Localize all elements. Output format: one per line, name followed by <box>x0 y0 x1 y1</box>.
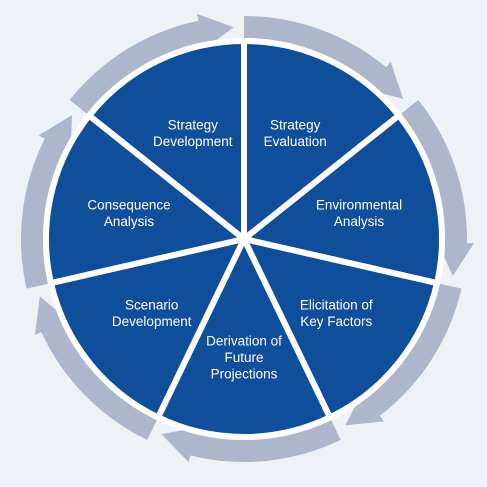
cycle-arrow-3 <box>345 283 462 426</box>
segment-strategy-evaluation <box>241 38 402 242</box>
cycle-arrow-7 <box>69 13 234 114</box>
segment-derivation-of-future-projections <box>155 236 333 440</box>
label-line: Analysis <box>334 214 385 229</box>
label-line: Environmental <box>316 198 402 213</box>
segment-elicitation-of-key-factors <box>241 236 441 421</box>
label-line: Strategy <box>168 117 219 132</box>
cycle-arrow-2 <box>401 99 474 277</box>
label-line: Evaluation <box>264 134 327 149</box>
segment-strategy-development <box>86 38 247 242</box>
label-line: Scenario <box>125 297 178 312</box>
label-line: Analysis <box>104 214 155 229</box>
label-elicitation-of-key-factors: Elicitation of Key Factors <box>300 297 373 329</box>
label-line: Development <box>112 314 192 329</box>
segment-environmental-analysis <box>241 112 446 287</box>
segments-group <box>42 38 446 440</box>
label-line: Strategy <box>270 117 321 132</box>
label-line: Key Factors <box>300 314 372 329</box>
label-line: Elicitation of <box>300 297 373 312</box>
segment-consequence-analysis <box>42 112 247 287</box>
cycle-arrow-1 <box>244 16 404 99</box>
cycle-arrow-6 <box>20 115 72 289</box>
label-line: Consequence <box>87 198 170 213</box>
label-line: Derivation of <box>206 334 282 349</box>
label-line: Projections <box>211 367 278 382</box>
label-line: Future <box>224 350 263 365</box>
label-line: Development <box>153 134 233 149</box>
arrow-ring <box>20 13 474 463</box>
cycle-arrow-4 <box>161 420 341 463</box>
cycle-arrow-5 <box>34 296 157 440</box>
segment-scenario-development <box>47 236 247 421</box>
